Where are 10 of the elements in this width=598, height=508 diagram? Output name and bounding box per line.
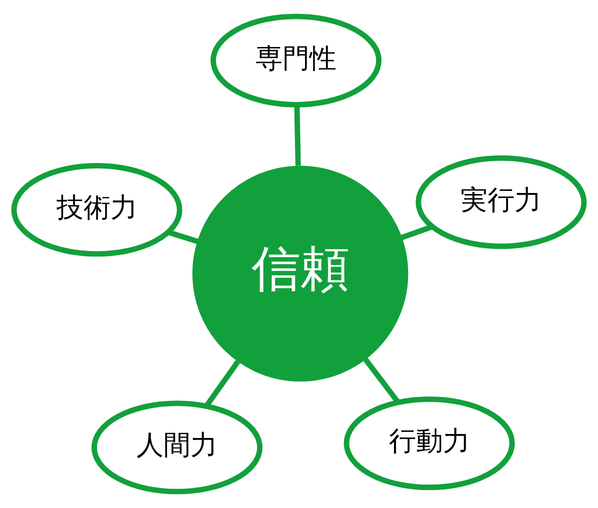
connector	[168, 230, 199, 244]
node-circle: 信頼	[192, 166, 408, 382]
connector	[400, 224, 433, 240]
connector	[294, 105, 301, 166]
node-ellipse: 実行力	[416, 155, 587, 250]
node-ellipse: 技術力	[11, 162, 182, 257]
node-ellipse: 人間力	[92, 400, 263, 494]
connector	[363, 358, 400, 404]
node-ellipse: 行動力	[344, 396, 515, 490]
node-ellipse: 専門性	[210, 14, 382, 108]
